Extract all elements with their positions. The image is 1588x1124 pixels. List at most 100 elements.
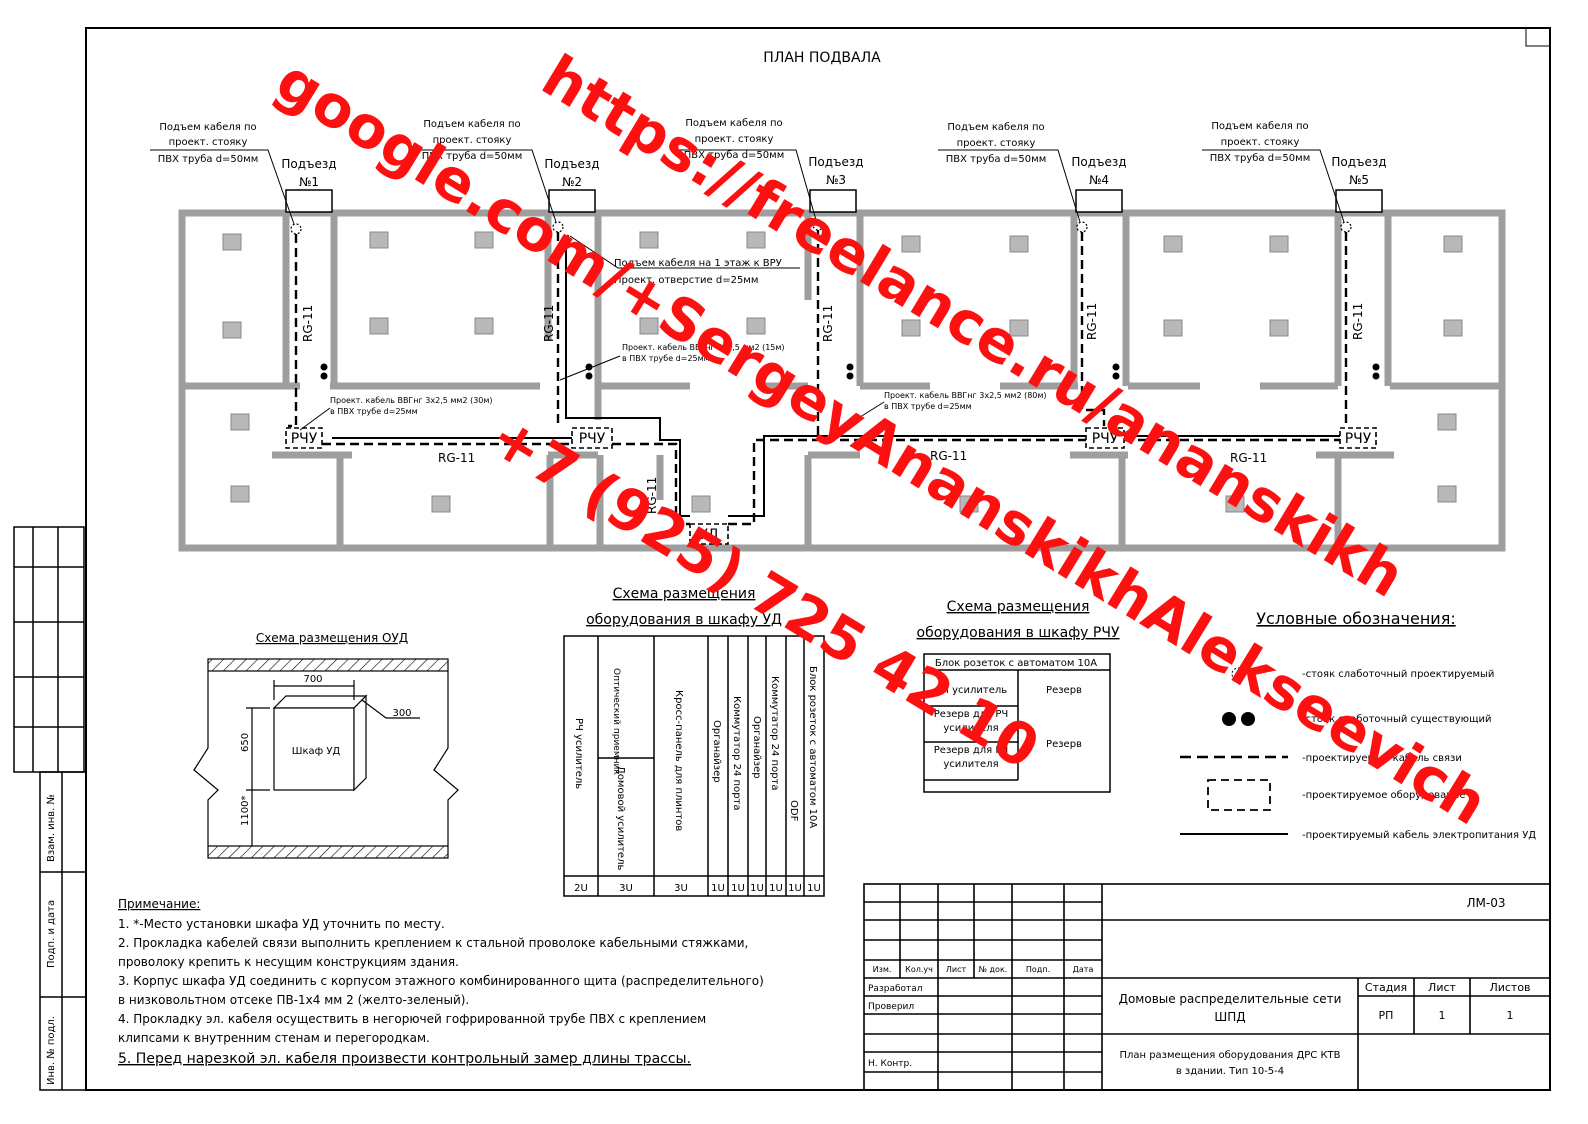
corner-box xyxy=(1525,27,1551,47)
ud-col-5: Коммутатор 24 порта xyxy=(731,696,742,811)
rchu-label-2: РЧУ xyxy=(579,431,606,447)
ud-cabinet-title-2: оборудования в шкафу УД xyxy=(586,612,782,628)
entrance-5-num: №5 xyxy=(1349,173,1369,187)
rchu-cabinet-left-3-box: Резерв для РЧ усилителя xyxy=(934,745,1008,770)
notes-title: Примечание: xyxy=(118,897,200,911)
svg-text:1U: 1U xyxy=(731,883,745,894)
svg-text:1U: 1U xyxy=(711,883,725,894)
legend-item-5: -проектируемый кабель электропитания УД xyxy=(1302,830,1536,841)
ud-col-2b: Домовой усилитель xyxy=(615,766,626,870)
entrance-3-num: №3 xyxy=(826,173,846,187)
rg-label-horizontal-2: RG-11 xyxy=(930,449,967,463)
svg-text:проект. стояку: проект. стояку xyxy=(433,135,512,146)
svg-text:ПВХ труба d=50мм: ПВХ труба d=50мм xyxy=(684,150,785,161)
rchu-cabinet-right-1: Резерв xyxy=(1046,685,1082,696)
ud-col-3: Кросс-панель для плинтов xyxy=(673,690,684,831)
svg-text:проект. стояку: проект. стояку xyxy=(957,138,1036,149)
riser-note-1: Подъем кабеля по проект. стояку ПВХ труб… xyxy=(158,122,259,165)
power-cable xyxy=(332,244,1340,517)
rchu-cabinet-title-2: оборудования в шкафу РЧУ xyxy=(917,625,1120,641)
notes-line-7: клипсами к внутренним стенам и перегород… xyxy=(118,1031,430,1045)
ud-cabinet-table xyxy=(563,635,825,897)
entrance-boxes xyxy=(285,189,1383,213)
ud-units-row: 2U 3U 3U 1U 1U 1U 1U 1U 1U xyxy=(574,883,821,894)
svg-text:Подъем кабеля на 1 этаж к ВРУ: Подъем кабеля на 1 этаж к ВРУ xyxy=(614,258,782,269)
stamp-sheets-header: Листов xyxy=(1489,981,1530,994)
svg-text:1U: 1U xyxy=(750,883,764,894)
svg-text:Подъем кабеля по: Подъем кабеля по xyxy=(423,119,520,130)
svg-text:Проект. кабель ВВГнг 3x2,5 мм2: Проект. кабель ВВГнг 3x2,5 мм2 (80м) xyxy=(884,391,1047,400)
svg-text:в ПВХ трубе d=25мм: в ПВХ трубе d=25мм xyxy=(884,402,972,411)
cable-note-1: Проект. кабель ВВГнг 3x2,5 мм2 (30м) в П… xyxy=(330,396,493,416)
stamp-title-1: Домовые распределительные сети xyxy=(1119,992,1342,1006)
stamp-col-izm: Изм. xyxy=(873,965,892,974)
oud-dim-depth: 300 xyxy=(392,708,411,719)
ud-cabinet-title-1: Схема размещения xyxy=(613,586,756,602)
side-stamp xyxy=(13,526,87,1091)
svg-text:Проект. отверстие d=25мм: Проект. отверстие d=25мм xyxy=(614,275,758,286)
stamp-col-ndok: № док. xyxy=(979,965,1008,974)
ud-col-7: Коммутатор 24 порта xyxy=(769,676,780,791)
stamp-col-list: Лист xyxy=(946,965,967,974)
rg-label-vertical-1: RG-11 xyxy=(301,305,315,342)
svg-text:Подъем кабеля по: Подъем кабеля по xyxy=(685,118,782,129)
notes-line-3: проволоку крепить к несущим конструкциям… xyxy=(118,955,459,969)
entrance-4-num: №4 xyxy=(1089,173,1109,187)
entrance-1-num: №1 xyxy=(299,175,319,189)
stamp-col-data: Дата xyxy=(1073,965,1094,974)
svg-text:ПВХ труба d=50мм: ПВХ труба d=50мм xyxy=(1210,153,1311,164)
stamp-role-developer: Разработал xyxy=(868,984,923,994)
rg-label-horizontal-3: RG-11 xyxy=(1230,451,1267,465)
rg-label-vertical-4: RG-11 xyxy=(1085,303,1099,340)
rg-label-vertical-5: RG-11 xyxy=(1351,303,1365,340)
riser-leaders xyxy=(150,149,1345,437)
ud-col-9: Блок розеток с автоматом 10А xyxy=(807,666,818,828)
rchu-label-1: РЧУ xyxy=(291,431,318,447)
notes-line-1: 1. *-Место установки шкафа УД уточнить п… xyxy=(118,917,445,931)
notes-line-last: 5. Перед нарезкой эл. кабеля произвести … xyxy=(118,1051,691,1067)
riser-note-3: Подъем кабеля по проект. стояку ПВХ труб… xyxy=(684,118,785,161)
svg-text:1U: 1U xyxy=(788,883,802,894)
svg-text:ПВХ труба d=50мм: ПВХ труба d=50мм xyxy=(946,154,1047,165)
cable-note-2: Проект. кабель ВВГнг 3x2,5 мм2 (15м) в П… xyxy=(622,343,785,363)
outer-frame xyxy=(85,27,1551,1091)
entrance-3-label: Подъезд xyxy=(808,155,863,169)
ud-col-1: РЧ усилитель xyxy=(573,718,584,789)
entrance-labels: Подъезд №1 Подъезд №2 Подъезд №3 Подъезд… xyxy=(281,155,1386,189)
rg-label-horizontal-1: RG-11 xyxy=(438,451,475,465)
ud-col-8: ODF xyxy=(788,800,799,822)
rchu-boxes xyxy=(285,427,1377,545)
notes-line-4: 3. Корпус шкафа УД соединить с корпусом … xyxy=(118,974,764,988)
svg-text:ПВХ труба d=50мм: ПВХ труба d=50мм xyxy=(422,151,523,162)
stamp-subtitle-2: в здании. Тип 10-5-4 xyxy=(1176,1066,1284,1077)
riser-note-2: Подъем кабеля по проект. стояку ПВХ труб… xyxy=(422,119,523,162)
rchu-cabinet-left-1: РЧ усилитель xyxy=(936,685,1007,696)
svg-text:ПВХ труба d=50мм: ПВХ труба d=50мм xyxy=(158,154,259,165)
rchu-cabinet-title-1: Схема размещения xyxy=(947,599,1090,615)
rchu-cabinet-left-2: Резерв для РЧ усилителя xyxy=(933,709,1009,734)
svg-text:Проект. кабель ВВГнг 3x2,5 мм2: Проект. кабель ВВГнг 3x2,5 мм2 (15м) xyxy=(622,343,785,352)
rchu-cabinet-right-2: Резерв xyxy=(1046,739,1082,750)
entrance-5-label: Подъезд xyxy=(1331,155,1386,169)
riser-note-5: Подъем кабеля по проект. стояку ПВХ труб… xyxy=(1210,121,1311,164)
legend-equipment-icon xyxy=(1207,779,1271,811)
oud-title: Схема размещения ОУД xyxy=(256,631,408,645)
building-columns xyxy=(222,231,1463,513)
svg-text:Подъем кабеля по: Подъем кабеля по xyxy=(159,122,256,133)
stamp-title-2: ШПД xyxy=(1214,1010,1245,1024)
entrance-2-num: №2 xyxy=(562,175,582,189)
oud-drawing xyxy=(193,658,459,859)
svg-text:в ПВХ трубе d=25мм: в ПВХ трубе d=25мм xyxy=(622,354,710,363)
entrance-1-label: Подъезд xyxy=(281,157,336,171)
rchu-label-3: РЧУ xyxy=(1092,431,1119,447)
rchu-label-4: РЧУ xyxy=(1345,431,1372,447)
oud-cabinet-label: Шкаф УД xyxy=(292,746,341,757)
oud-dim-height: 650 xyxy=(240,733,251,752)
legend-symbols xyxy=(1180,667,1288,835)
rg-label-vertical-6: RG-11 xyxy=(645,477,659,514)
legend-item-1: -стояк слаботочный проектируемый xyxy=(1302,669,1494,680)
legend-existing-riser-icon xyxy=(1222,712,1236,726)
svg-text:2U: 2U xyxy=(574,883,588,894)
svg-text:Проект. кабель ВВГнг 3x2,5 мм2: Проект. кабель ВВГнг 3x2,5 мм2 (30м) xyxy=(330,396,493,405)
side-label-podp: Подп. и дата xyxy=(46,900,57,968)
